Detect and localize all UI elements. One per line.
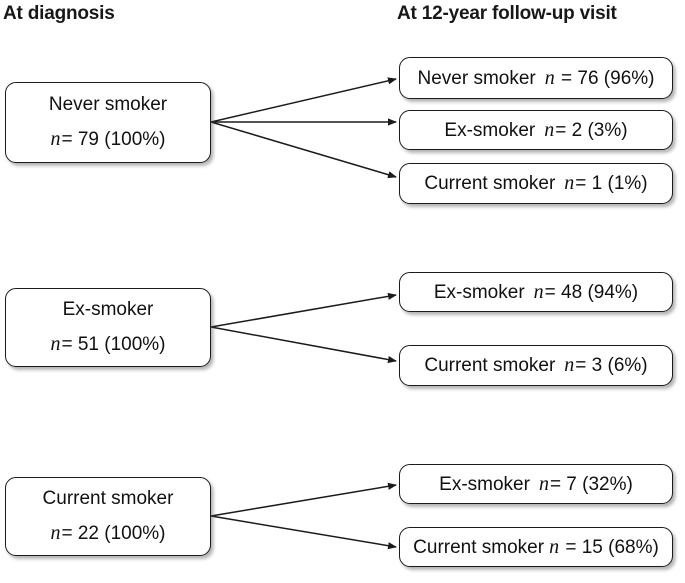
node-row: Current smoker n= 1 (1%) (400, 172, 672, 195)
n-symbol: n (50, 333, 61, 356)
node-stat-value: = 3 (6%) (575, 355, 648, 376)
edge-current-to-current (210, 515, 397, 550)
node-row: Ex-smoker n= 2 (3%) (400, 119, 672, 142)
n-symbol: n (50, 128, 61, 151)
target-node-never-smoker-76: Never smoker n = 76 (96%) (399, 57, 673, 99)
n-symbol: n (544, 66, 555, 89)
node-stat-value: = 1 (1%) (575, 173, 648, 194)
edge-ex-to-ex (210, 292, 397, 328)
node-stat: n= 2 (3%) (544, 119, 627, 142)
node-stat-value: = 22 (100%) (61, 523, 166, 545)
target-node-ex-smoker-7: Ex-smoker n= 7 (32%) (399, 464, 673, 504)
node-row: Ex-smoker n= 7 (32%) (400, 473, 672, 496)
node-label: Current smoker (413, 536, 545, 558)
node-stat: n= 1 (1%) (564, 172, 647, 195)
target-node-ex-smoker-48: Ex-smoker n= 48 (94%) (399, 272, 673, 312)
node-stat: n= 48 (94%) (534, 281, 638, 304)
node-stat-value: = 15 (68%) (565, 536, 659, 558)
node-stat: n= 79 (100%) (50, 128, 165, 151)
source-node-ex-smoker: Ex-smoker n= 51 (100%) (5, 288, 211, 367)
n-symbol: n (538, 472, 549, 495)
node-label: Current smoker (42, 487, 174, 509)
edge-never-to-current (210, 121, 397, 179)
node-label: Never smoker (417, 67, 536, 89)
node-label: Ex-smoker (433, 281, 525, 303)
node-stat: n= 22 (100%) (50, 522, 165, 545)
target-node-current-smoker-15: Current smoker n = 15 (68%) (399, 527, 673, 567)
node-stat-value: = 51 (100%) (61, 334, 166, 356)
column-header-at-followup: At 12-year follow-up visit (397, 3, 617, 24)
node-row: Ex-smoker n= 48 (94%) (400, 281, 672, 304)
n-symbol: n (549, 535, 560, 558)
n-symbol: n (564, 172, 575, 194)
edge-current-to-ex (210, 482, 397, 517)
node-label: Ex-smoker (444, 119, 536, 141)
node-stat-value: = 76 (96%) (561, 67, 655, 89)
node-stat: n = 76 (96%) (545, 67, 655, 90)
node-row: Never smoker n = 76 (96%) (400, 67, 672, 90)
edge-group-ex-smoker (210, 292, 397, 364)
node-row: Current smoker n= 3 (6%) (400, 354, 672, 377)
node-label: Ex-smoker (439, 473, 530, 495)
edge-group-current-smoker (210, 482, 397, 550)
n-symbol: n (533, 280, 544, 303)
target-node-current-smoker-1: Current smoker n= 1 (1%) (399, 163, 673, 204)
n-symbol: n (544, 118, 555, 141)
edge-never-to-never (210, 77, 397, 123)
node-label: Current smoker (424, 355, 556, 376)
node-stat-value: = 2 (3%) (555, 119, 628, 141)
node-stat: n= 7 (32%) (539, 473, 633, 496)
source-node-current-smoker: Current smoker n= 22 (100%) (5, 477, 211, 556)
target-node-ex-smoker-2: Ex-smoker n= 2 (3%) (399, 110, 673, 150)
target-node-current-smoker-3: Current smoker n= 3 (6%) (399, 345, 673, 386)
node-label: Ex-smoker (62, 298, 154, 320)
node-stat: n= 51 (100%) (50, 333, 165, 356)
source-node-never-smoker: Never smoker n= 79 (100%) (5, 82, 211, 163)
n-symbol: n (50, 522, 61, 545)
node-label: Never smoker (48, 93, 168, 115)
node-stat-value: = 48 (94%) (544, 281, 639, 303)
node-stat-value: = 7 (32%) (549, 473, 633, 495)
column-header-at-diagnosis: At diagnosis (3, 3, 115, 24)
node-row: Current smoker n = 15 (68%) (400, 536, 672, 559)
node-stat-value: = 79 (100%) (61, 129, 166, 151)
n-symbol: n (564, 354, 575, 376)
node-stat: n= 3 (6%) (564, 354, 647, 377)
node-label: Current smoker (424, 173, 556, 194)
node-stat: n = 15 (68%) (549, 536, 659, 559)
edge-ex-to-current (210, 326, 397, 364)
edge-group-never-smoker (210, 77, 397, 179)
